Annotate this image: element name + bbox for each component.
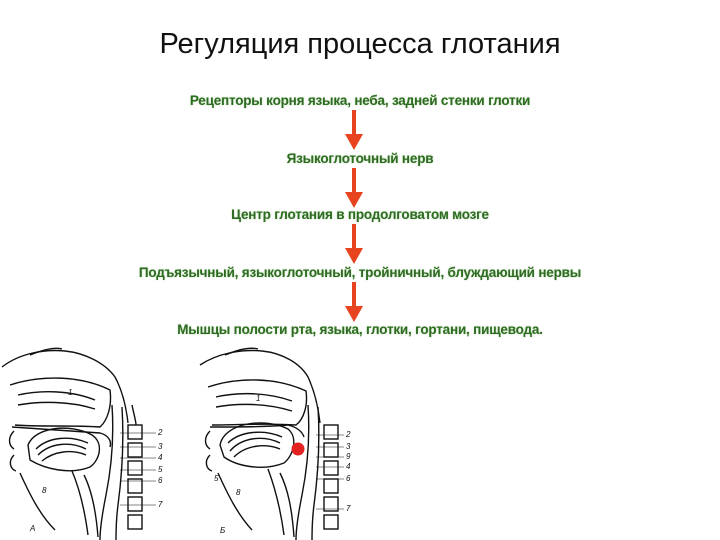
slide-title: Регуляция процесса глотания — [159, 28, 561, 60]
label-8: 8 — [42, 486, 47, 495]
label-2: 2 — [157, 428, 163, 437]
down-arrow-icon — [345, 224, 363, 264]
down-arrow-icon — [345, 110, 363, 150]
label-7: 7 — [158, 500, 163, 509]
step-swallowing-center: Центр глотания в продолговатом мозге — [231, 207, 489, 222]
down-arrow-icon — [345, 168, 363, 208]
anatomy-figure-a: 1 2 3 4 5 6 7 8 А — [1, 347, 163, 540]
label-8: 8 — [236, 488, 241, 497]
label-2: 2 — [345, 430, 351, 439]
label-5: 5 — [158, 465, 163, 474]
food-bolus-marker — [291, 442, 305, 456]
label-4: 4 — [346, 462, 351, 471]
label-6: 6 — [346, 474, 351, 483]
label-4: 4 — [158, 453, 163, 462]
step-muscles: Мышцы полости рта, языка, глотки, гортан… — [177, 322, 543, 337]
label-3: 3 — [346, 442, 351, 451]
label-1: 1 — [256, 394, 260, 403]
step-efferent-nerves: Подъязычный, языкоглоточный, тройничный,… — [138, 265, 582, 280]
figure-caption: А — [29, 524, 35, 533]
label-9: 9 — [346, 452, 351, 461]
step-glossopharyngeal-nerve: Языкоглоточный нерв — [286, 151, 434, 166]
down-arrow-icon — [345, 282, 363, 322]
label-5: 5 — [214, 474, 219, 483]
label-6: 6 — [158, 476, 163, 485]
label-7: 7 — [346, 504, 351, 513]
anatomy-figure-b: 1 2 3 4 5 6 7 8 9 Б — [199, 347, 351, 540]
label-3: 3 — [158, 442, 163, 451]
step-receptors: Рецепторы корня языка, неба, задней стен… — [189, 93, 531, 108]
label-1: 1 — [68, 388, 72, 397]
figure-caption: Б — [220, 526, 225, 535]
